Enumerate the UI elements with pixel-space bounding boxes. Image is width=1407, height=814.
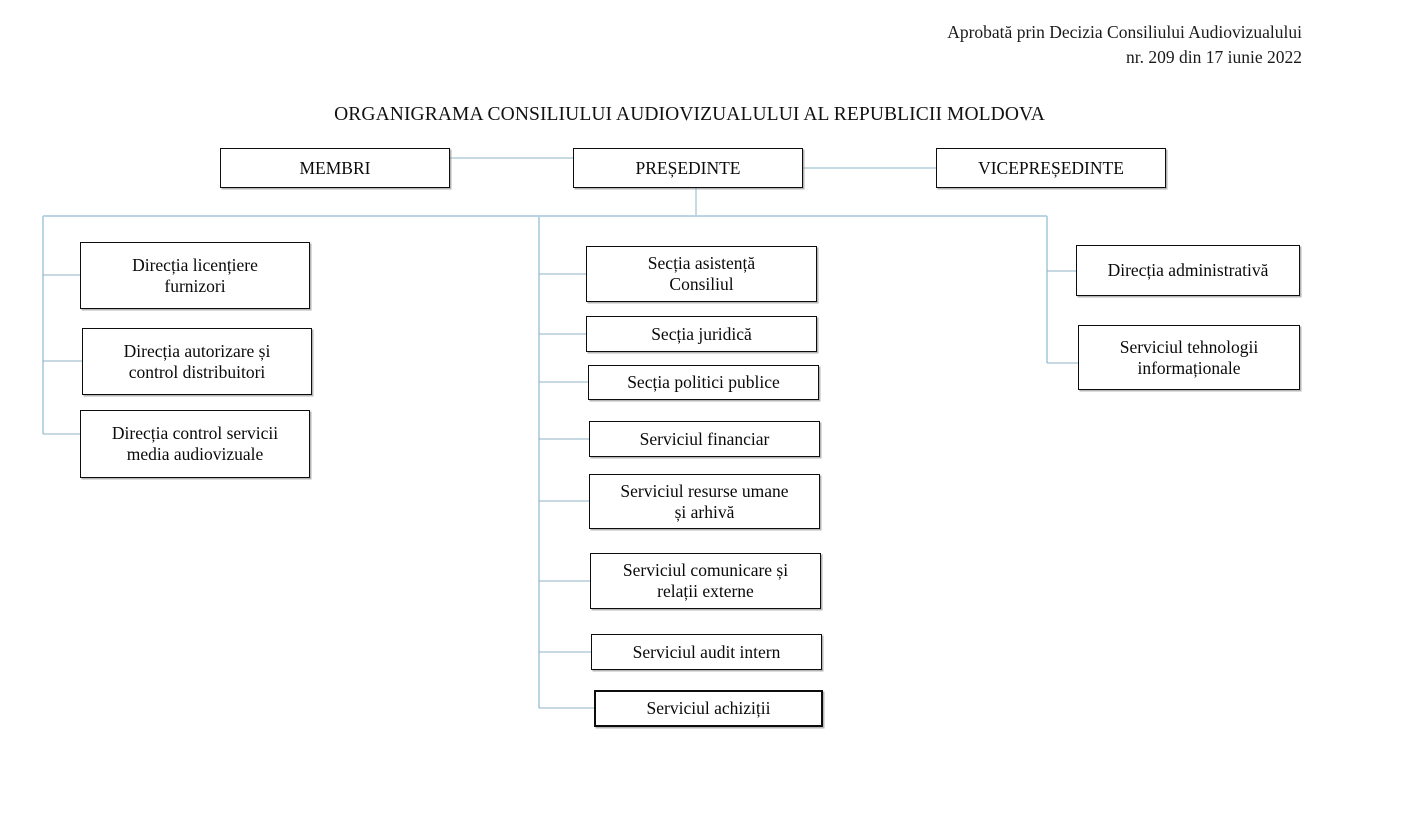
org-node-sectia-juridica[interactable]: Secția juridică [586,316,817,352]
org-node-directia-licentiere-furnizori[interactable]: Direcția licențiere furnizori [80,242,310,309]
org-node-label: MEMBRI [299,157,371,178]
org-node-label: Serviciul tehnologii informaționale [1119,336,1259,378]
org-node-label: Serviciul comunicare și relații externe [622,560,789,601]
org-node-serviciul-tehnologii-informationale[interactable]: Serviciul tehnologii informaționale [1078,325,1300,390]
org-node-vicepresedinte[interactable]: VICEPREȘEDINTE [936,148,1166,188]
org-node-label: Secția politici publice [627,372,780,392]
approval-line-1: Aprobată prin Decizia Consiliului Audiov… [947,22,1302,42]
org-node-directia-control-servicii-media-audiovizuale[interactable]: Direcția control servicii media audioviz… [80,410,310,478]
org-node-serviciul-resurse-umane-arhiva[interactable]: Serviciul resurse umane și arhivă [589,474,820,529]
org-node-label: Serviciul financiar [639,428,770,449]
org-node-serviciul-achizitii[interactable]: Serviciul achiziții [594,690,823,727]
org-node-membri[interactable]: MEMBRI [220,148,450,188]
org-node-label: Direcția control servicii media audioviz… [111,423,279,464]
org-node-serviciul-financiar[interactable]: Serviciul financiar [589,421,820,457]
org-node-label: Direcția licențiere furnizori [132,254,258,296]
approval-line-2: nr. 209 din 17 iunie 2022 [1126,47,1302,67]
org-node-label: Direcția administrativă [1107,260,1269,280]
org-node-serviciul-audit-intern[interactable]: Serviciul audit intern [591,634,822,670]
org-node-label: Serviciul resurse umane și arhivă [620,480,789,522]
org-node-label: PREȘEDINTE [635,157,741,178]
org-node-label: Secția juridică [651,323,752,344]
org-node-serviciul-comunicare-relatii-externe[interactable]: Serviciul comunicare și relații externe [590,553,821,609]
org-node-label: Serviciul audit intern [632,641,781,662]
org-node-directia-administrativa[interactable]: Direcția administrativă [1076,245,1300,296]
org-node-label: Secția asistență Consiliul [647,253,756,294]
org-node-directia-autorizare-control-distribuitori[interactable]: Direcția autorizare și control distribui… [82,328,312,395]
org-node-label: Direcția autorizare și control distribui… [123,340,271,382]
page-title: ORGANIGRAMA CONSILIULUI AUDIOVIZUALULUI … [334,104,1045,125]
org-node-label: Serviciul achiziții [646,698,771,718]
org-node-label: VICEPREȘEDINTE [978,157,1124,178]
org-node-sectia-asistenta-consiliul[interactable]: Secția asistență Consiliul [586,246,817,302]
org-node-sectia-politici-publice[interactable]: Secția politici publice [588,365,819,400]
approval-note: Aprobată prin Decizia Consiliului Audiov… [947,20,1302,70]
org-node-presedinte[interactable]: PREȘEDINTE [573,148,803,188]
